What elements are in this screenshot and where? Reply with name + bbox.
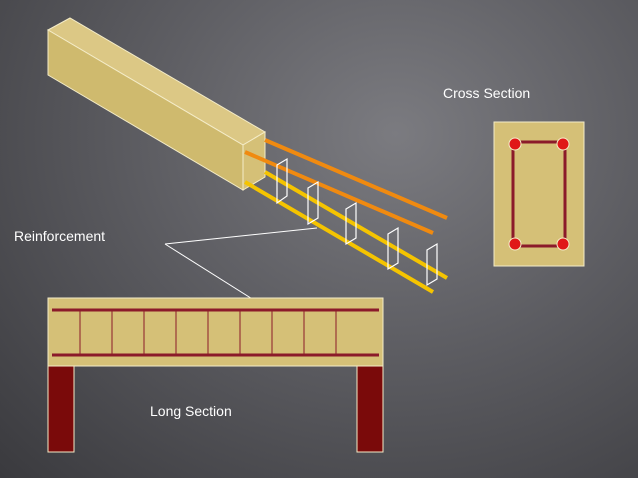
support-column-left bbox=[47, 365, 75, 453]
rebar-dot bbox=[508, 137, 522, 151]
pointer-to-long-section bbox=[164, 243, 266, 308]
rebar-top-back bbox=[264, 138, 448, 220]
stirrup bbox=[276, 157, 288, 205]
rebar-dot bbox=[556, 137, 570, 151]
stirrups bbox=[276, 157, 438, 287]
rebar-dot bbox=[508, 237, 522, 251]
reinforcement-pointer bbox=[164, 227, 318, 308]
rebar-cage bbox=[243, 138, 449, 294]
rebar-top-front bbox=[244, 150, 434, 235]
beam-end-face bbox=[242, 131, 266, 191]
long-section-stirrups bbox=[79, 310, 337, 355]
long-section-label: Long Section bbox=[150, 403, 232, 419]
cross-section-concrete bbox=[493, 121, 585, 267]
reinforcement-label: Reinforcement bbox=[14, 228, 106, 244]
stirrup bbox=[307, 180, 319, 226]
long-section bbox=[47, 297, 384, 453]
support-column-right bbox=[356, 365, 384, 453]
stirrup bbox=[387, 226, 399, 271]
rebar-dot bbox=[556, 237, 570, 251]
stirrup bbox=[345, 201, 357, 246]
rebar-bottom-front bbox=[243, 180, 435, 294]
beam-3d bbox=[46, 17, 266, 191]
pointer-to-cage bbox=[164, 227, 318, 245]
cross-section-label: Cross Section bbox=[443, 85, 531, 101]
cross-section-stirrup bbox=[511, 140, 567, 248]
cross-section bbox=[493, 121, 585, 267]
stirrup bbox=[426, 242, 438, 287]
